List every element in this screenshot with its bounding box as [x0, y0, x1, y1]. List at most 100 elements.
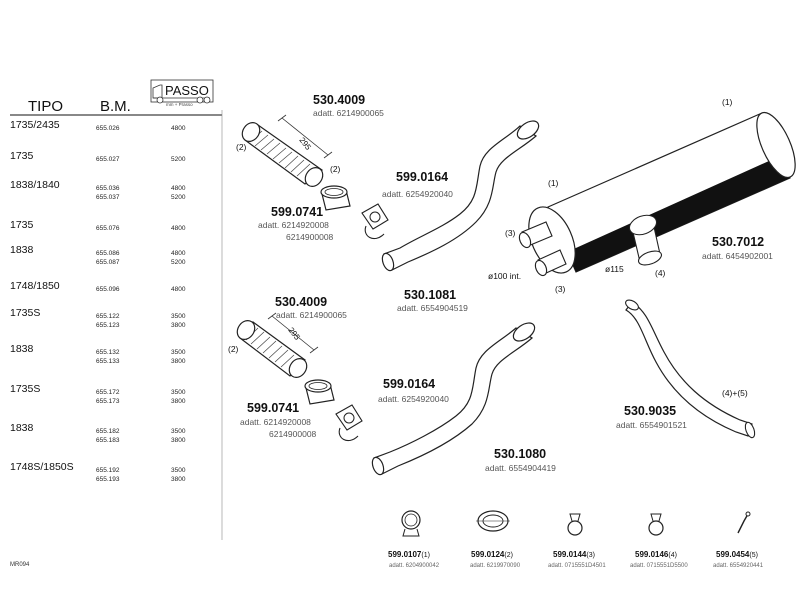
tipo-cell: 1748/1850 — [10, 280, 60, 292]
bm-cell: 655.192 — [96, 467, 120, 474]
small-part-3-label: 599.0144(3) — [553, 550, 595, 559]
table-row: 1748S/1850S 655.192 655.193 3500 3800 — [10, 461, 186, 483]
tipo-cell: 1748S/1850S — [10, 461, 74, 473]
clamp-top-part-number: 599.0164 — [396, 170, 448, 184]
sleeve-top-adatt: adatt. 6214920008 — [258, 220, 329, 230]
sleeve-top-part-number: 599.0741 — [271, 205, 323, 219]
bm-cell: 655.037 — [96, 194, 120, 201]
tailpipe-adatt: adatt. 6554901521 — [616, 420, 687, 430]
muffler-adatt: adatt. 6454902001 — [702, 251, 773, 261]
passo-cell: 3800 — [171, 398, 186, 405]
muffler-label-4: (4) — [655, 268, 666, 278]
muffler-part-number: 530.7012 — [712, 235, 764, 249]
small-part-2-adatt: adatt. 6219970090 — [470, 563, 521, 569]
bm-cell: 655.193 — [96, 476, 120, 483]
pipe-top-530-1081 — [381, 120, 540, 272]
sleeve-bottom — [304, 379, 335, 405]
flex-pipe-bottom — [236, 312, 319, 378]
small-part-2-label: 599.0124(2) — [471, 550, 513, 559]
passo-header: PASSO — [165, 83, 209, 98]
bm-cell: 655.133 — [96, 358, 120, 365]
passo-cell: 4800 — [171, 286, 186, 293]
muffler-label-3b: (3) — [555, 284, 566, 294]
sleeve-bottom-part-number: 599.0741 — [247, 401, 299, 415]
passo-cell: 3800 — [171, 476, 186, 483]
small-part-1-label: 599.0107(1) — [388, 550, 430, 559]
tipo-cell: 1838 — [10, 422, 34, 434]
clamp-bottom-part-number: 599.0164 — [383, 377, 435, 391]
flex-bottom-qty: (2) — [228, 344, 239, 354]
tipo-cell: 1735 — [10, 219, 34, 231]
tailpipe-qty: (4)+(5) — [722, 388, 748, 398]
diagram-code: MR094 — [10, 562, 30, 568]
small-parts: 599.0107(1) adatt. 6204900042 599.0124(2… — [388, 510, 764, 569]
pipe-bottom-part-number: 530.1080 — [494, 447, 546, 461]
passo-cell: 3500 — [171, 467, 186, 474]
muffler-label-1a: (1) — [722, 97, 733, 107]
passo-cell: 4800 — [171, 185, 186, 192]
bm-cell: 655.123 — [96, 322, 120, 329]
small-part-599-0107-icon — [401, 510, 421, 537]
bm-cell: 655.096 — [96, 286, 120, 293]
flex-top-part-number: 530.4009 — [313, 93, 365, 107]
bm-cell: 655.086 — [96, 250, 120, 257]
muffler-outlet-diameter: ø115 — [605, 264, 624, 274]
bm-cell: 655.026 — [96, 125, 120, 132]
passo-cell: 3500 — [171, 349, 186, 356]
table-row: 1838/1840 655.036 655.037 4800 5200 — [10, 179, 186, 201]
sleeve-top — [320, 185, 351, 211]
tipo-cell: 1838 — [10, 343, 34, 355]
flex-bottom-dimension: 295 — [286, 326, 302, 342]
bm-cell: 655.087 — [96, 259, 120, 266]
bm-cell: 655.122 — [96, 313, 120, 320]
muffler-label-1b: (1) — [548, 178, 559, 188]
tipo-cell: 1735S — [10, 383, 40, 395]
small-part-5-label: 599.0454(5) — [716, 550, 758, 559]
pipe-top-adatt: adatt. 6554904519 — [397, 303, 468, 313]
small-part-5-adatt: adatt. 6554920441 — [713, 563, 764, 569]
tipo-cell: 1838/1840 — [10, 179, 60, 191]
bm-cell: 655.036 — [96, 185, 120, 192]
tailpipe-530-9035 — [625, 299, 756, 439]
flex-top-qty: (2) — [236, 142, 247, 152]
small-part-599-0454-icon — [737, 511, 751, 534]
pipe-bottom-530-1080 — [371, 322, 536, 476]
bm-header: B.M. — [100, 98, 131, 115]
bm-cell: 655.172 — [96, 389, 120, 396]
passo-cell: 4800 — [171, 225, 186, 232]
passo-cell: 3500 — [171, 428, 186, 435]
pipe-top-part-number: 530.1081 — [404, 288, 456, 302]
passo-cell: 4800 — [171, 250, 186, 257]
passo-subheader: mm + Prasso — [166, 102, 193, 107]
sleeve-top-adatt-2: 6214900008 — [286, 232, 334, 242]
pipe-bottom-adatt: adatt. 6554904419 — [485, 463, 556, 473]
table-row: 1735 655.076 4800 — [10, 219, 186, 232]
passo-cell: 3500 — [171, 313, 186, 320]
passo-cell: 5200 — [171, 259, 186, 266]
clamp-top-adatt: adatt. 6254920040 — [382, 189, 453, 199]
tipo-header: TIPO — [28, 98, 63, 115]
sleeve-bottom-adatt-2: 6214900008 — [269, 429, 317, 439]
passo-cell: 3800 — [171, 358, 186, 365]
small-part-599-0124-icon — [476, 510, 510, 532]
passo-cell: 4800 — [171, 125, 186, 132]
muffler-530-7012 — [518, 111, 796, 277]
clamp-bottom-adatt: adatt. 6254920040 — [378, 394, 449, 404]
bm-cell: 655.076 — [96, 225, 120, 232]
tipo-cell: 1735 — [10, 150, 34, 162]
bm-cell: 655.027 — [96, 156, 120, 163]
passo-cell: 5200 — [171, 194, 186, 201]
small-part-4-adatt: adatt. 0715551D5500 — [630, 563, 688, 569]
truck-wheelbase-icon — [150, 79, 214, 104]
sleeve-top-qty: (2) — [330, 164, 341, 174]
tipo-cell: 1735S — [10, 307, 40, 319]
sleeve-bottom-adatt: adatt. 6214920008 — [240, 417, 311, 427]
